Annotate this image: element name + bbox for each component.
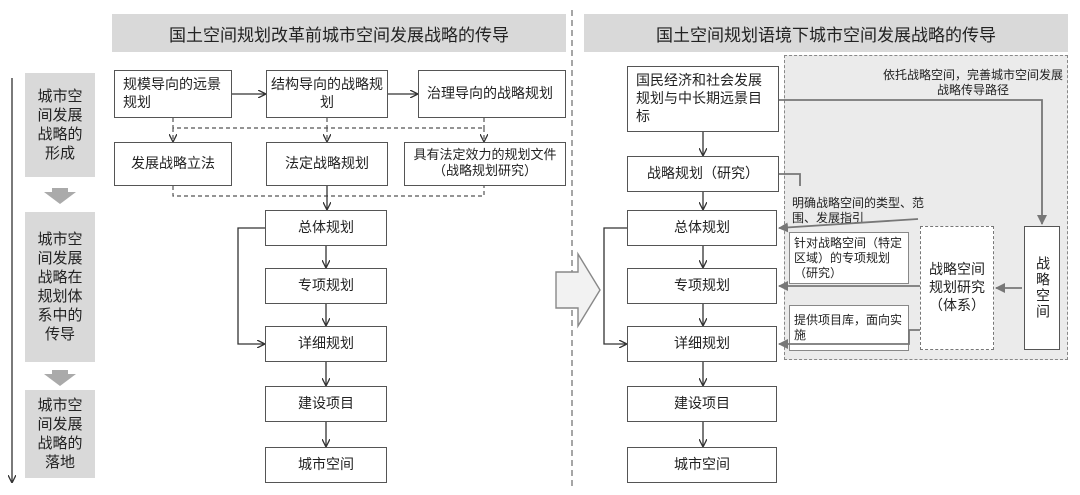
left-bypass-master-to-detailed: [237, 227, 265, 344]
structure-strategy-plan-box: 结构导向的战略规划: [266, 70, 388, 118]
stage-landing-text: 城市空间发展战略的落地: [37, 396, 83, 471]
strategy-legislation-text: 发展战略立法: [131, 156, 215, 172]
special-annotation-box: 针对战略空间（特定区域）的专项规划（研究）: [789, 232, 909, 284]
projects-annotation-text: 提供项目库，面向实施: [794, 313, 903, 342]
structure-strategy-plan-text: 结构导向的战略规划: [271, 77, 383, 111]
strategic-space-research-box: 战略空间规划研究（体系）: [920, 226, 994, 350]
transition-arrow: [555, 251, 601, 329]
left-master-plan-text: 总体规划: [298, 220, 354, 236]
strategic-space-box: 战略空间: [1024, 226, 1060, 350]
right-urban-space-box: 城市空间: [627, 447, 777, 483]
arrow-types-to-master: [778, 218, 919, 233]
right-detailed-plan-text: 详细规划: [674, 336, 730, 352]
stage-down-arrow-2: [44, 370, 76, 386]
arrow-national-to-strategic-space: [779, 99, 1047, 225]
left-header-text: 国土空间规划改革前城市空间发展战略的传导: [169, 25, 509, 46]
right-master-plan-text: 总体规划: [674, 220, 730, 236]
stage-transmission-text: 城市空间发展战略在规划体系中的传导: [37, 230, 83, 343]
left-construction-project-text: 建设项目: [298, 396, 354, 412]
dashed-top-distribution: [172, 118, 484, 129]
strategy-plan-research-text: 战略规划（研究）: [647, 166, 759, 182]
scale-vision-plan-box: 规模导向的远景规划: [114, 70, 232, 118]
right-construction-project-box: 建设项目: [627, 386, 777, 422]
left-urban-space-text: 城市空间: [298, 457, 354, 473]
scale-vision-plan-text: 规模导向的远景规划: [123, 77, 221, 111]
special-annotation-text: 针对战略空间（特定区域）的专项规划（研究）: [794, 235, 903, 280]
types-annotation-text: 明确战略空间的类型、范围、发展指引: [792, 196, 925, 225]
right-special-plan-box: 专项规划: [627, 268, 777, 304]
stage-formation-text: 城市空间发展战略的形成: [37, 87, 83, 162]
stage-transmission: 城市空间发展战略在规划体系中的传导: [25, 212, 95, 362]
strategy-plan-research-box: 战略规划（研究）: [627, 156, 779, 192]
strategy-legislation-box: 发展战略立法: [114, 142, 232, 186]
legal-planning-document-box: 具有法定效力的规划文件（战略规划研究）: [404, 142, 566, 186]
legal-planning-document-text: 具有法定效力的规划文件（战略规划研究）: [413, 148, 557, 179]
left-detailed-plan-text: 详细规划: [298, 336, 354, 352]
governance-strategy-plan-box: 治理导向的战略规划: [418, 70, 566, 118]
path-annotation: 依托战略空间，完善城市空间发展战略传导路径: [880, 68, 1066, 98]
strategic-space-text: 战略空间: [1034, 256, 1050, 320]
statutory-strategy-plan-box: 法定战略规划: [266, 142, 388, 186]
left-header: 国土空间规划改革前城市空间发展战略的传导: [112, 14, 566, 52]
left-detailed-plan-box: 详细规划: [265, 326, 387, 362]
left-special-plan-box: 专项规划: [265, 268, 387, 304]
left-urban-space-box: 城市空间: [265, 447, 387, 483]
left-master-plan-box: 总体规划: [265, 210, 387, 246]
dashed-bottom-collection: [172, 186, 485, 197]
right-special-plan-text: 专项规划: [674, 278, 730, 294]
right-bypass-master-to-detailed: [603, 227, 627, 344]
national-economy-plan-box: 国民经济和社会发展规划与中长期远景目标: [627, 66, 779, 132]
path-annotation-text: 依托战略空间，完善城市空间发展战略传导路径: [882, 68, 1063, 97]
governance-strategy-plan-text: 治理导向的战略规划: [427, 86, 553, 102]
types-annotation: 明确战略空间的类型、范围、发展指引: [792, 196, 938, 226]
stage-formation: 城市空间发展战略的形成: [25, 73, 95, 177]
stage-landing: 城市空间发展战略的落地: [25, 390, 95, 478]
stage-down-arrow-1: [44, 188, 76, 204]
right-header-text: 国土空间规划语境下城市空间发展战略的传导: [656, 25, 996, 46]
national-economy-plan-text: 国民经济和社会发展规划与中长期远景目标: [636, 73, 762, 125]
right-urban-space-text: 城市空间: [674, 457, 730, 473]
left-special-plan-text: 专项规划: [298, 278, 354, 294]
strategic-space-research-text: 战略空间规划研究（体系）: [929, 262, 985, 314]
left-construction-project-box: 建设项目: [265, 386, 387, 422]
strategy-side-connector: [779, 173, 801, 186]
statutory-strategy-plan-text: 法定战略规划: [285, 156, 369, 172]
right-master-plan-box: 总体规划: [627, 210, 777, 246]
right-detailed-plan-box: 详细规划: [627, 326, 777, 362]
right-construction-project-text: 建设项目: [674, 396, 730, 412]
right-header: 国土空间规划语境下城市空间发展战略的传导: [584, 14, 1068, 52]
arrow-research-to-detailed: [778, 329, 920, 349]
